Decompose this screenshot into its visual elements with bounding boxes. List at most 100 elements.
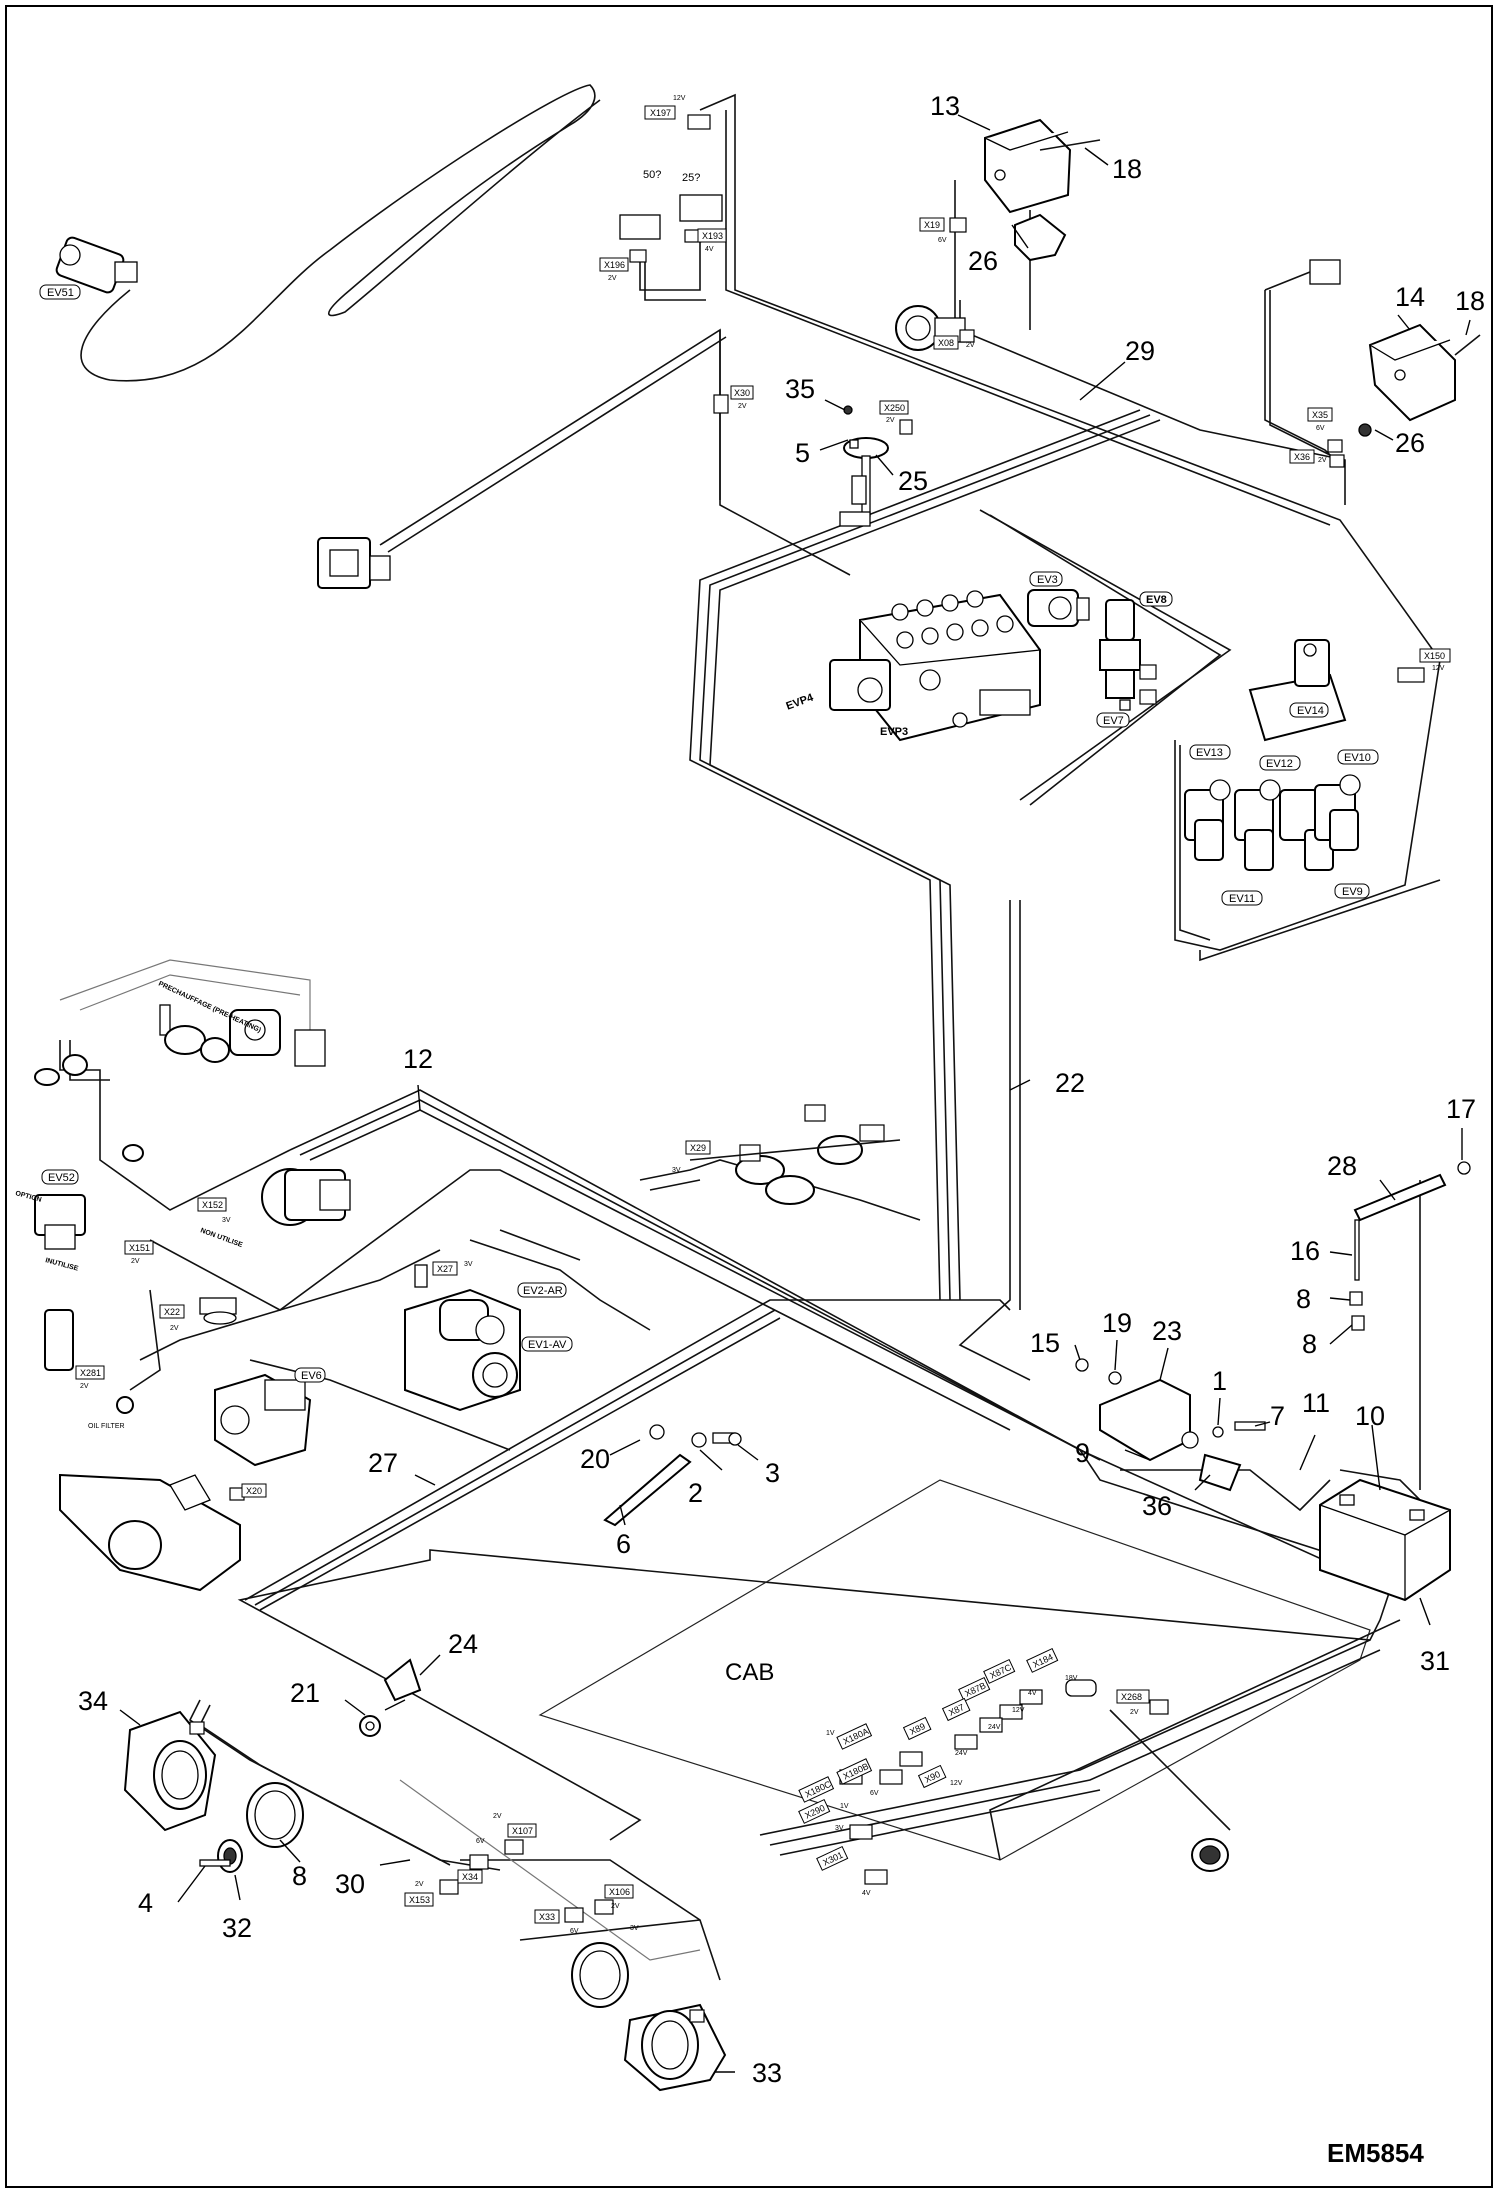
tag-x107-v: 2V	[493, 1813, 502, 1820]
ev1-ev2-block	[404, 1264, 521, 1412]
tag-x87c-v: 4V	[1028, 1690, 1037, 1697]
lamp-34	[123, 1710, 217, 1832]
tag-x180b-v: 6V	[870, 1790, 879, 1797]
callout-leaders	[119, 114, 1471, 2073]
relay-box-13	[984, 118, 1101, 214]
label-heating: PRECHAUFFAGE (PRE-HEATING)	[157, 980, 262, 1034]
tag-x34-v: 6V	[476, 1838, 485, 1845]
ground-strap-6	[603, 1424, 742, 1527]
callout-31: 31	[1420, 1646, 1450, 1676]
bracket-28	[1349, 1161, 1471, 1331]
tag-x29-v: 3V	[672, 1167, 681, 1174]
tag-x08: X08	[938, 338, 954, 348]
tag-x22-v: 2V	[170, 1325, 179, 1332]
fuel-sender-25	[839, 405, 913, 527]
tag-x33: X33	[539, 1912, 555, 1922]
callout-8-c: 8	[292, 1861, 307, 1891]
work-light-top	[317, 537, 391, 589]
callout-27: 27	[368, 1448, 398, 1478]
callout-22: 22	[1055, 1068, 1085, 1098]
tag-x27: X27	[437, 1264, 453, 1274]
callout-29: 29	[1125, 336, 1155, 366]
tag-x106: X106	[609, 1887, 630, 1897]
components	[34, 114, 1481, 2092]
washer-1	[1212, 1426, 1224, 1438]
tag-x250: X250	[884, 403, 905, 413]
tag-x180a-v: 1V	[826, 1730, 835, 1737]
main-valve-block	[829, 590, 1041, 742]
drawing-code: EM5854	[1327, 2138, 1424, 2168]
callout-21: 21	[290, 1678, 320, 1708]
valve-labels: EV51 EV52 EV3 EV8 EV7 EVP4 EVP3 EV14 EV1…	[39, 284, 1379, 1383]
cab-connector-bank	[839, 1679, 1231, 1885]
tag-x35-v: 6V	[1316, 425, 1325, 432]
relay-23	[1099, 1378, 1199, 1462]
switch-26-right	[1358, 423, 1372, 437]
label-ev12: EV12	[1266, 758, 1293, 770]
label-not-used: INUTILISE	[44, 1257, 79, 1273]
callout-36: 36	[1142, 1491, 1172, 1521]
label-option: OPTION	[14, 1190, 42, 1204]
callout-32: 32	[222, 1913, 252, 1943]
nut-19	[1108, 1371, 1122, 1385]
callout-8-a: 8	[1296, 1284, 1311, 1314]
x22-sensor	[199, 1297, 237, 1325]
tag-x87-v: 24V	[988, 1724, 1001, 1731]
tag-x19-v: 6V	[938, 237, 947, 244]
callout-35: 35	[785, 374, 815, 404]
callout-4: 4	[138, 1888, 153, 1918]
oil-filter-switch	[116, 1396, 134, 1414]
callout-26-right: 26	[1395, 428, 1425, 458]
label-25: 25?	[682, 172, 700, 184]
tag-x08-v: 2V	[966, 342, 975, 349]
hydraulic-pump-assembly	[59, 1473, 245, 1592]
callout-28: 28	[1327, 1151, 1357, 1181]
tag-x281-v: 2V	[80, 1383, 89, 1390]
lamp-33	[571, 1942, 727, 2092]
tag-x290-v: 3V	[835, 1825, 844, 1832]
tag-x268: X268	[1121, 1692, 1142, 1702]
label-ev6: EV6	[301, 1370, 322, 1382]
engine-wiring-clamps	[689, 1104, 901, 1205]
tag-x197-v: 12V	[673, 95, 686, 102]
label-ev14: EV14	[1297, 705, 1324, 717]
tag-x196-v: 2V	[608, 275, 617, 282]
tag-x34: X34	[462, 1872, 478, 1882]
callout-13: 13	[930, 91, 960, 121]
x150-connector	[1397, 667, 1425, 683]
tag-x22: X22	[164, 1307, 180, 1317]
callout-30: 30	[335, 1869, 365, 1899]
callout-20: 20	[580, 1444, 610, 1474]
tag-x193-v: 4V	[705, 246, 714, 253]
callout-18-right: 18	[1455, 286, 1485, 316]
tag-x152: X152	[202, 1200, 223, 1210]
tag-x150-v: 12V	[1432, 665, 1445, 672]
tag-x27-v: 3V	[464, 1261, 473, 1268]
tag-x301-v: 4V	[862, 1890, 871, 1897]
callout-7: 7	[1270, 1401, 1285, 1431]
tag-x89-v: 24V	[955, 1750, 968, 1757]
x30-connector	[713, 394, 729, 414]
callout-34: 34	[78, 1686, 108, 1716]
page-frame	[5, 5, 1493, 2188]
wiring	[59, 84, 1441, 1981]
tag-x150: X150	[1424, 651, 1445, 661]
tag-x20: X20	[246, 1486, 262, 1496]
accumulator	[44, 1309, 74, 1371]
tag-x36-v: 2V	[1318, 457, 1327, 464]
label-ev10: EV10	[1344, 752, 1371, 764]
ev14-valve	[1248, 639, 1347, 742]
label-evp4: EVP4	[785, 691, 816, 712]
tag-x196: X196	[604, 260, 625, 270]
callout-24: 24	[448, 1629, 478, 1659]
switch-26-top	[1014, 213, 1067, 262]
nut-15	[1075, 1358, 1089, 1372]
callout-2: 2	[688, 1478, 703, 1508]
x197-connector	[687, 114, 711, 130]
starter-motor	[261, 1168, 351, 1226]
ev52-solenoid	[34, 1194, 86, 1250]
bolt-7	[1234, 1421, 1266, 1431]
tag-x281: X281	[80, 1368, 101, 1378]
label-ev8: EV8	[1146, 594, 1167, 606]
